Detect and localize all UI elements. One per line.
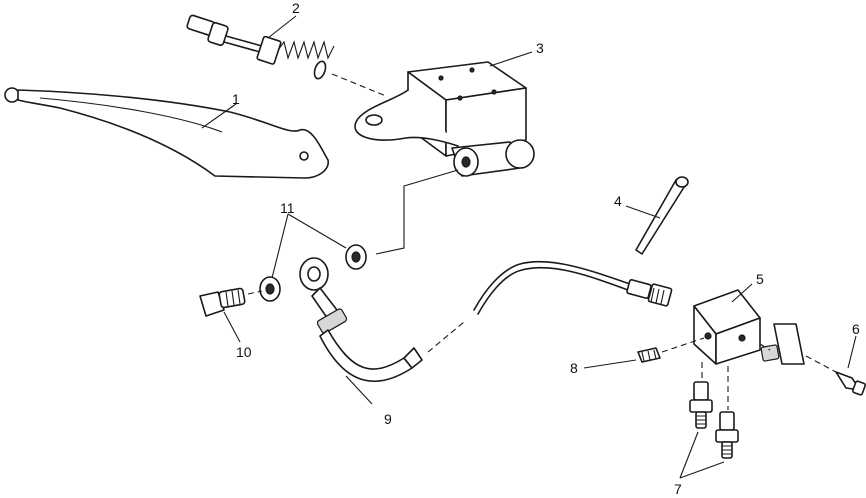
callout-6: 6: [852, 321, 860, 337]
bleeder-screw: [637, 347, 661, 363]
callout-11: 11: [280, 200, 295, 216]
callout-8: 8: [570, 360, 578, 376]
callout-4: 4: [614, 193, 622, 209]
brake-lever: [4, 87, 329, 179]
brake-block: [693, 289, 761, 365]
callout-5: 5: [756, 271, 764, 287]
callout-9: 9: [384, 411, 392, 427]
banjo-bolt: [199, 287, 246, 317]
master-cylinder: [354, 61, 535, 177]
washers: [259, 244, 367, 302]
spring: [277, 40, 335, 60]
gasket-plate: [760, 323, 805, 365]
piston-assembly: [186, 14, 335, 80]
bleeder-fittings: [689, 381, 739, 459]
callout-7: 7: [674, 481, 682, 497]
brake-line: [473, 260, 673, 315]
callout-2: 2: [292, 0, 300, 16]
callout-1: 1: [232, 91, 240, 107]
brake-hose: [299, 257, 423, 382]
cable-tie: [635, 176, 689, 255]
callout-3: 3: [536, 40, 544, 56]
callout-10: 10: [236, 344, 252, 360]
bolt-right: [835, 371, 866, 396]
